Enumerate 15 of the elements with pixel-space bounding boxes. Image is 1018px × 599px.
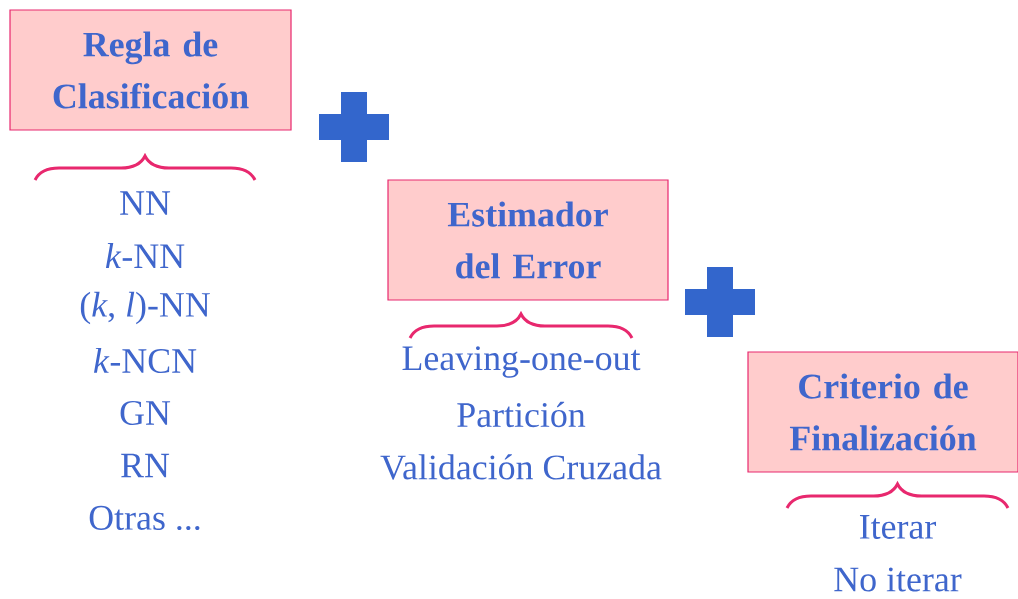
title-box: Criterio de Finalización bbox=[747, 351, 1018, 473]
list-item: k-NN bbox=[105, 243, 185, 268]
list-item: No iterar bbox=[834, 567, 962, 592]
list-item: Validación Cruzada bbox=[380, 454, 662, 480]
list-item: Leaving-one-out bbox=[402, 346, 641, 378]
list-item: (k, l)-NN bbox=[80, 291, 210, 325]
list-item: Otras ... bbox=[89, 505, 200, 531]
list-item: GN bbox=[120, 400, 171, 426]
list-item: Iterar bbox=[860, 515, 936, 539]
list-item: RN bbox=[121, 453, 170, 478]
title-box: Estimador del Error bbox=[387, 179, 669, 301]
list-item: Partición bbox=[457, 401, 586, 428]
list-item: k-NCN bbox=[94, 347, 197, 374]
list-item: NN bbox=[120, 191, 171, 215]
title-box: Regla de Clasificación bbox=[9, 9, 292, 131]
